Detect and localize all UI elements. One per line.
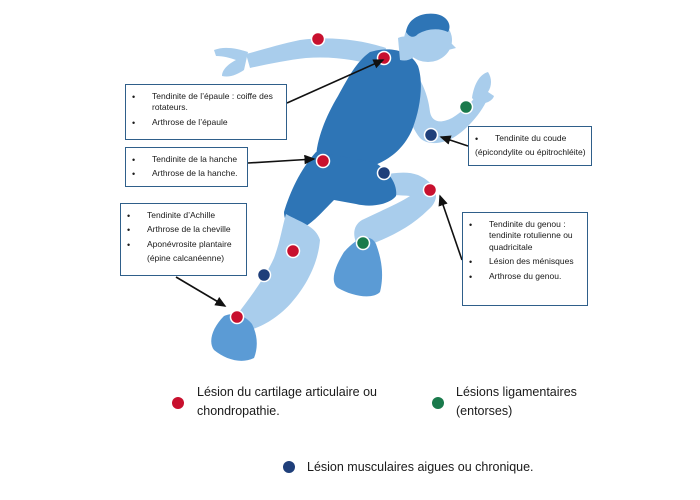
legend-label: chondropathie. — [197, 404, 280, 419]
callout-item: Tendinite du genou : tendinite rotulienn… — [469, 219, 583, 253]
callout-item: Arthrose du genou. — [469, 270, 583, 284]
legend-label: Lésions ligamentaires — [456, 385, 577, 399]
marker-knee — [422, 182, 438, 198]
shorts — [284, 152, 397, 228]
marker-shoulder-front — [376, 50, 392, 66]
callout-text: Tendinite d’Achille — [147, 210, 216, 220]
marker-shoulder-back — [310, 31, 326, 47]
legend-muscle: Lésion musculaires aigues ou chronique. — [307, 458, 607, 477]
callout-item: Arthrose de l’épaule — [132, 116, 282, 130]
callout-item: Aponévrosite plantaire — [127, 238, 242, 252]
callout-text: Tendinite du coude — [495, 133, 567, 143]
front-hand — [472, 72, 494, 104]
callout-text: Tendinite de la hanche — [152, 154, 238, 164]
marker-ankle — [229, 309, 245, 325]
callout-item: Arthrose de la cheville — [127, 224, 242, 237]
callout-item: (épine calcanéenne) — [127, 253, 242, 264]
marker-back-ankle — [355, 235, 371, 251]
callout-text: rotateurs. — [152, 102, 188, 113]
callout-arrows — [175, 59, 469, 307]
legend-dot-cartilage — [172, 397, 184, 409]
callout-text: Tendinite du genou : — [489, 219, 566, 229]
callout-text: Arthrose de la cheville — [147, 224, 231, 235]
callout-text: Tendinite de l’épaule : coiffe des — [152, 91, 273, 101]
back-arm — [214, 38, 386, 77]
marker-thigh — [376, 165, 392, 181]
legend-label: (entorses) — [456, 404, 513, 419]
marker-shin — [256, 267, 272, 283]
arrow-epaule — [286, 59, 385, 104]
legend-dot-muscle — [283, 461, 295, 473]
callout-achille: Tendinite d’Achille Arthrose de la chevi… — [120, 203, 247, 276]
callout-item: Tendinite d’Achille — [127, 210, 242, 223]
callout-hanche: Tendinite de la hanche Arthrose de la ha… — [125, 147, 248, 187]
callout-item: Tendinite de la hanche — [132, 154, 243, 167]
callout-coude: Tendinite du coude (épicondylite ou épit… — [468, 126, 592, 166]
callout-item: Tendinite du coude — [475, 133, 587, 146]
arrow-coude — [439, 135, 469, 147]
back-shoe — [333, 237, 383, 297]
callout-text: (épine calcanéenne) — [147, 253, 225, 264]
arrow-genou — [438, 194, 463, 261]
head — [404, 13, 456, 62]
torso — [316, 49, 421, 166]
callout-genou: Tendinite du genou : tendinite rotulienn… — [462, 212, 588, 306]
legend-label: Lésion musculaires aigues ou chronique. — [307, 460, 534, 474]
ligament-markers — [355, 99, 474, 251]
callout-text: (épicondylite ou épitrochléite) — [475, 147, 586, 158]
arrow-hanche — [247, 154, 316, 165]
callout-text: Arthrose du genou. — [489, 270, 562, 281]
callout-text: Arthrose de la hanche. — [152, 168, 238, 179]
callout-text: Aponévrosite plantaire — [147, 238, 232, 249]
legend-ligament: Lésions ligamentaires (entorses) — [456, 383, 606, 422]
callout-item: Lésion des ménisques — [469, 256, 583, 269]
back-hand — [214, 47, 248, 77]
marker-elbow — [423, 127, 439, 143]
callout-item: (épicondylite ou épitrochléite) — [475, 147, 587, 158]
callout-text: Arthrose de l’épaule — [152, 116, 228, 127]
legend-label: Lésion du cartilage articulaire ou — [197, 385, 377, 399]
legend-cartilage: Lésion du cartilage articulaire ou chond… — [197, 383, 397, 422]
callout-item: Arthrose de la hanche. — [132, 168, 243, 181]
callout-text: tendinite rotulienne ou — [489, 230, 573, 241]
callout-text: Lésion des ménisques — [489, 256, 574, 267]
cartilage-markers — [229, 31, 438, 325]
callout-item: Tendinite de l’épaule : coiffe des rotat… — [132, 91, 282, 114]
callout-text: quadricitale — [489, 241, 533, 252]
muscle-markers — [256, 127, 439, 283]
marker-hip — [315, 153, 331, 169]
callout-epaule: Tendinite de l’épaule : coiffe des rotat… — [125, 84, 287, 140]
arrow-achille — [175, 276, 227, 307]
marker-calf — [285, 243, 301, 259]
marker-wrist — [458, 99, 474, 115]
front-shoe — [211, 314, 257, 361]
front-leg — [211, 214, 320, 361]
legend-dot-ligament — [432, 397, 444, 409]
